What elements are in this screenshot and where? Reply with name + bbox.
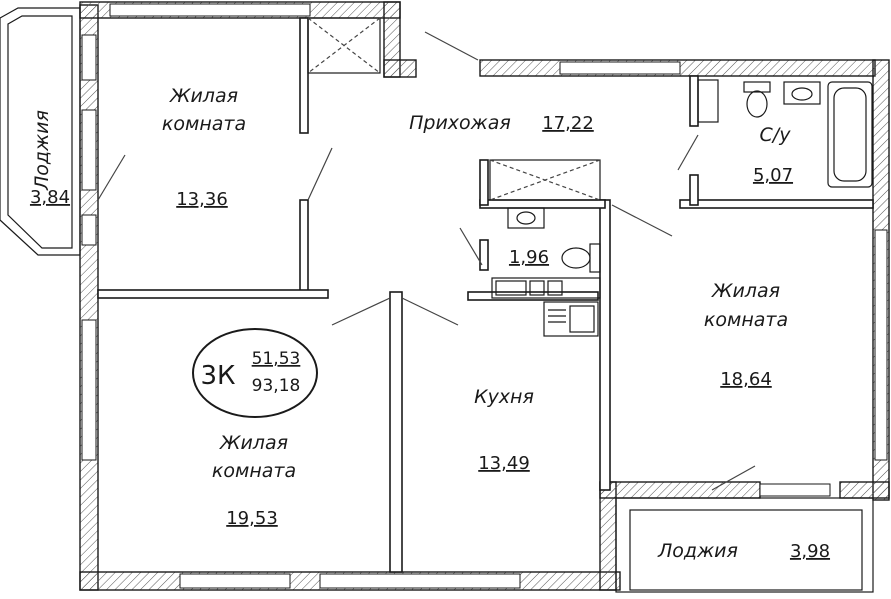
bedroom-top-left-name-1: Жилая: [169, 85, 238, 107]
ventilation-shaft: [307, 17, 381, 74]
wc-sink-icon: [507, 207, 545, 229]
bedroom-top-left-name-2: комната: [162, 113, 246, 135]
washing-machine-icon: [697, 79, 719, 123]
loggia-bottom-name: Лоджия: [657, 540, 738, 562]
hallway-label: Прихожая 17,22: [409, 112, 594, 134]
loggia-left-outline: [0, 7, 81, 256]
bedroom-top-left-label: Жилая комната 13,36: [162, 85, 246, 210]
door-swings: [97, 31, 756, 491]
kitchen-counter-icon: [491, 277, 601, 299]
bedroom-right-label: Жилая комната 18,64: [704, 280, 788, 390]
kitchen-area: 13,49: [478, 453, 530, 474]
bedroom-right-name-2: комната: [704, 309, 788, 331]
windows: [81, 3, 888, 589]
sink-icon: [783, 81, 821, 105]
closet: [489, 159, 601, 201]
bedroom-bottom-left-label: Жилая комната 19,53: [212, 432, 296, 529]
hallway-name: Прихожая: [409, 112, 511, 134]
kitchen-name: Кухня: [474, 386, 534, 408]
wc-toilet-icon: [561, 243, 601, 273]
apartment-living-area: 51,53: [252, 349, 301, 369]
loggia-left-name: Лоджия: [31, 110, 53, 191]
bathroom-area: 5,07: [753, 165, 793, 186]
loggia-left-area: 3,84: [30, 187, 70, 208]
bedroom-bottom-left-name-1: Жилая: [219, 432, 288, 454]
bedroom-top-left-area: 13,36: [176, 189, 228, 210]
bedroom-right-name-1: Жилая: [711, 280, 780, 302]
wc-label: 1,96: [509, 247, 549, 268]
wc-area: 1,96: [509, 247, 549, 268]
apartment-type: 3К: [200, 361, 235, 391]
bathroom-label: С/у 5,07: [753, 124, 793, 186]
interior-walls: [97, 17, 874, 573]
loggia-bottom-label: Лоджия 3,98: [657, 540, 830, 562]
bedroom-right-area: 18,64: [720, 369, 772, 390]
loggia-bottom-area: 3,98: [790, 541, 830, 562]
bedroom-bottom-left-area: 19,53: [226, 508, 278, 529]
kitchen-label: Кухня 13,49: [474, 386, 534, 474]
apartment-badge: 3К 51,53 93,18: [192, 328, 318, 418]
loggia-left-label: Лоджия 3,84: [30, 110, 70, 208]
hallway-area: 17,22: [542, 113, 594, 134]
bathtub-icon: [827, 81, 873, 188]
bathroom-name: С/у: [760, 124, 792, 146]
loggia-bottom-outline: [615, 497, 874, 593]
kitchen-sink-icon: [543, 301, 599, 337]
apartment-total-area: 93,18: [252, 376, 301, 396]
bedroom-bottom-left-name-2: комната: [212, 460, 296, 482]
toilet-icon: [743, 81, 771, 118]
